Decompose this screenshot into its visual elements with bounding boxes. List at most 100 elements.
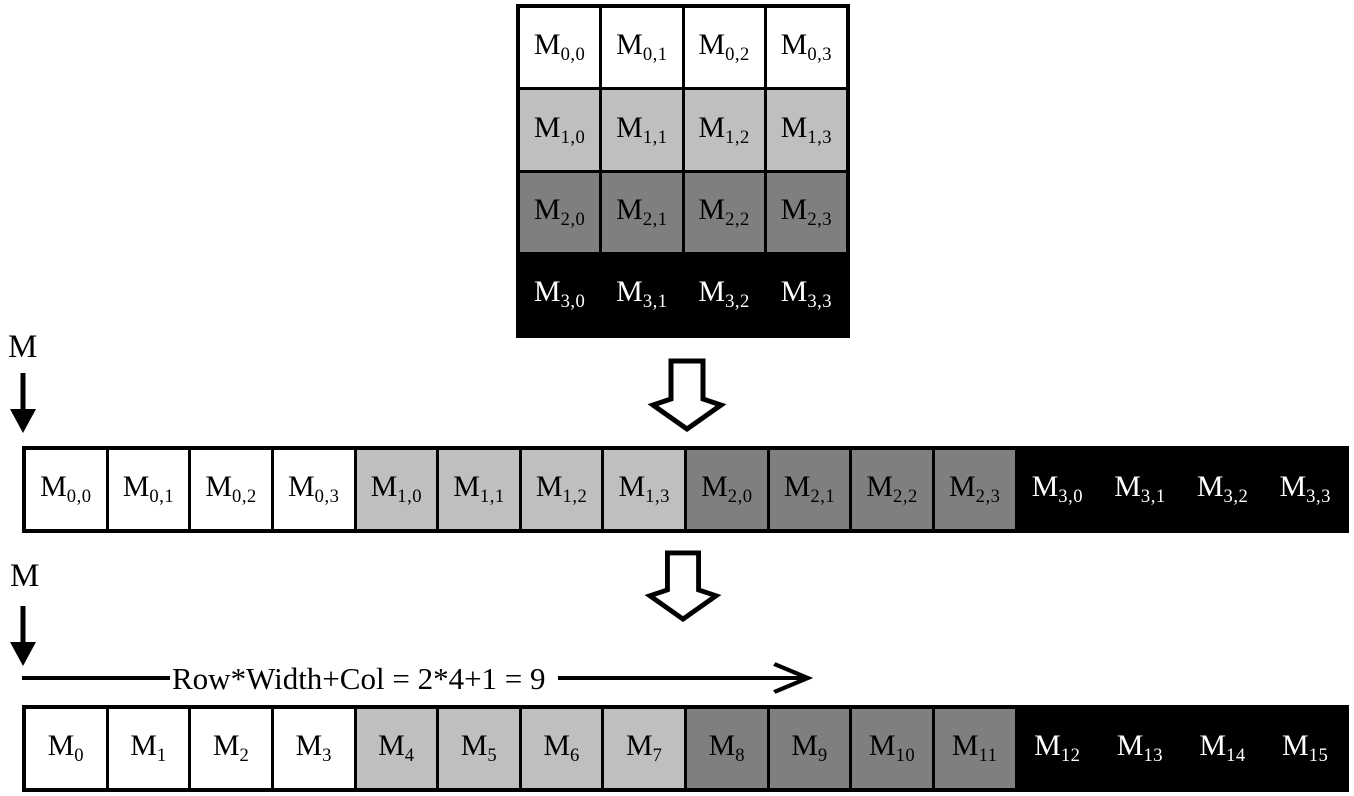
cell-subscript: 10 xyxy=(895,745,916,767)
array-cell: M1,1 xyxy=(439,450,519,529)
cell-subscript: 8 xyxy=(735,745,746,767)
cell-base: M xyxy=(533,275,561,309)
cell-base: M xyxy=(453,470,480,504)
array-cell: M0,1 xyxy=(602,8,682,88)
cell-base: M xyxy=(47,729,75,763)
array-cell: M12 xyxy=(1017,709,1098,788)
array-cell: M2 xyxy=(191,709,271,788)
array-cell: M15 xyxy=(1265,709,1345,788)
array-cell: M6 xyxy=(521,709,602,788)
array-cell: M0,0 xyxy=(520,8,600,88)
cell-base: M xyxy=(868,729,896,763)
array-cell: M1 xyxy=(108,709,189,788)
index-formula-text: Row*Width+Col = 2*4+1 = 9 xyxy=(172,660,546,696)
cell-subscript: 0,3 xyxy=(807,44,833,66)
cell-base: M xyxy=(1114,470,1141,504)
cell-subscript: 0 xyxy=(74,745,85,767)
cell-subscript: 1,1 xyxy=(479,486,505,508)
cell-subscript: 2 xyxy=(239,745,250,767)
cell-base: M xyxy=(543,729,570,763)
array-cell: M4 xyxy=(356,709,437,788)
cell-base: M xyxy=(698,110,726,144)
cell-subscript: 0,3 xyxy=(314,486,340,508)
cell-subscript: 2,0 xyxy=(560,208,586,230)
array-cell: M3,0 xyxy=(520,254,600,334)
cell-subscript: 2,2 xyxy=(893,486,918,508)
pointer-down-arrow-icon xyxy=(10,606,36,666)
cell-base: M xyxy=(625,729,653,763)
array-cell: M7 xyxy=(604,709,684,788)
cell-subscript: 9 xyxy=(817,745,828,767)
cell-subscript: 3,3 xyxy=(807,291,833,313)
array-cell: M2,3 xyxy=(766,172,846,252)
cell-subscript: 2,0 xyxy=(727,486,753,508)
cell-base: M xyxy=(780,110,808,144)
cell-subscript: 6 xyxy=(570,745,580,767)
cell-subscript: 3,2 xyxy=(1223,486,1249,508)
cell-subscript: 3,0 xyxy=(560,291,586,313)
cell-subscript: 4 xyxy=(404,745,415,767)
array-cell: M1,3 xyxy=(604,450,684,529)
cell-base: M xyxy=(698,192,726,226)
flatten-block-arrow-icon xyxy=(644,550,722,622)
cell-subscript: 1,3 xyxy=(645,486,670,508)
cell-base: M xyxy=(212,729,240,763)
cell-base: M xyxy=(535,470,563,504)
cell-base: M xyxy=(708,729,736,763)
cell-subscript: 13 xyxy=(1143,745,1164,767)
cell-subscript: 11 xyxy=(978,745,998,767)
array-cell: M0,3 xyxy=(766,8,846,88)
cell-base: M xyxy=(951,729,979,763)
cell-base: M xyxy=(378,729,405,763)
array-cell: M0,3 xyxy=(273,450,354,529)
cell-base: M xyxy=(533,192,561,226)
array-cell: M1,0 xyxy=(356,450,437,529)
array-cell: M13 xyxy=(1100,709,1180,788)
cell-subscript: 14 xyxy=(1226,745,1246,767)
array-cell: M3 xyxy=(273,709,354,788)
cell-subscript: 2,1 xyxy=(642,208,668,230)
cell-base: M xyxy=(618,470,646,504)
cell-subscript: 1,0 xyxy=(397,486,423,508)
array-cell: M2,1 xyxy=(769,450,850,529)
array-cell: M1,2 xyxy=(521,450,602,529)
cell-base: M xyxy=(866,470,894,504)
cell-base: M xyxy=(701,470,728,504)
array-cell: M2,3 xyxy=(934,450,1015,529)
cell-subscript: 3 xyxy=(322,745,332,767)
offset-line xyxy=(22,676,170,680)
cell-base: M xyxy=(616,192,643,226)
cell-base: M xyxy=(40,470,67,504)
cell-base: M xyxy=(783,470,811,504)
cell-base: M xyxy=(780,28,808,62)
matrix-pointer-label: M xyxy=(8,329,38,365)
array-cell: M3,3 xyxy=(766,254,846,334)
cell-subscript: 7 xyxy=(652,745,663,767)
array-cell: M1,2 xyxy=(684,90,764,170)
array-cell: M3,1 xyxy=(1100,450,1180,529)
linear-pointer-label: M xyxy=(10,558,40,594)
array-cell: M2,0 xyxy=(687,450,767,529)
cell-subscript: 1,3 xyxy=(807,126,833,148)
cell-subscript: 1,2 xyxy=(725,126,750,148)
array-cell: M2,2 xyxy=(852,450,932,529)
cell-base: M xyxy=(1031,470,1059,504)
cell-subscript: 12 xyxy=(1060,745,1081,767)
cell-base: M xyxy=(1034,729,1061,763)
cell-subscript: 2,1 xyxy=(810,486,836,508)
array-cell: M3,2 xyxy=(1182,450,1263,529)
cell-base: M xyxy=(533,28,561,62)
array-cell: M3,2 xyxy=(684,254,764,334)
array-cell: M1,1 xyxy=(602,90,682,170)
cell-subscript: 3,1 xyxy=(1140,486,1166,508)
cell-base: M xyxy=(791,729,818,763)
cell-base: M xyxy=(1199,729,1227,763)
cell-subscript: 2,3 xyxy=(975,486,1001,508)
cell-base: M xyxy=(780,192,808,226)
array-cell: M1,0 xyxy=(520,90,600,170)
array-cell: M8 xyxy=(687,709,767,788)
cell-subscript: 2,2 xyxy=(725,208,750,230)
cell-subscript: 0,2 xyxy=(725,44,750,66)
